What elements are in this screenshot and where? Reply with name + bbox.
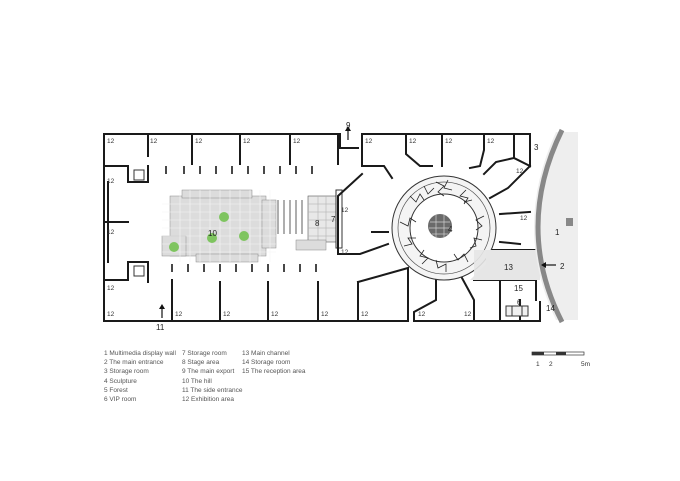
main-export-label: 9 <box>346 121 351 130</box>
legend-item: 11 The side entrance <box>182 386 243 394</box>
side-entrance-arrow <box>159 304 165 318</box>
bottom-rooms <box>103 181 409 322</box>
exhibition-label: 12 <box>195 138 203 145</box>
stage-area-label: 8 <box>315 219 320 228</box>
exhibition-label: 12 <box>464 311 472 318</box>
legend-item: 9 The main export <box>182 368 235 376</box>
exhibition-label: 12 <box>409 138 417 145</box>
main-export-arrow <box>345 126 351 140</box>
exhibition-label: 12 <box>107 178 115 185</box>
exhibition-label: 12 <box>107 138 115 145</box>
exhibition-label: 12 <box>271 311 279 318</box>
rotunda-display-units <box>399 179 485 272</box>
exhibition-label: 12 <box>341 207 349 214</box>
multimedia-wall-marker <box>566 218 573 226</box>
exhibition-label: 12 <box>487 138 495 145</box>
the-hill-label: 10 <box>208 229 217 238</box>
scale-tick-1: 1 <box>536 361 540 368</box>
aisle-markers <box>165 166 317 272</box>
legend-item: 5 Forest <box>104 386 128 394</box>
legend-item: 4 Sculpture <box>104 377 137 385</box>
scale-tick-5m: 5m <box>581 361 590 368</box>
exhibition-label: 12 <box>445 138 453 145</box>
legend-item: 15 The reception area <box>242 368 306 376</box>
exhibition-label: 12 <box>243 138 251 145</box>
main-entrance-arrow <box>541 262 556 268</box>
legend-item: 3 Storage room <box>104 368 149 376</box>
legend-item: 13 Main channel <box>242 350 290 357</box>
sculpture-label: 4 <box>448 225 453 234</box>
legend-item: 8 Stage area <box>182 359 220 367</box>
vip-room-furniture <box>505 305 529 317</box>
legend-item: 2 The main entrance <box>104 359 164 367</box>
exhibition-label: 12 <box>107 285 115 292</box>
scale-bar: 1 2 5m <box>531 351 590 368</box>
main-entrance-label: 2 <box>560 262 565 271</box>
sculpture <box>428 214 452 238</box>
storage-room-2-label: 14 <box>546 304 555 313</box>
room-number-labels: 10 4 1 3 2 7 8 9 11 13 14 15 6 <box>156 121 565 332</box>
vip-room-label: 6 <box>517 298 522 307</box>
exhibition-label: 12 <box>223 311 231 318</box>
exhibition-label: 12 <box>365 138 373 145</box>
legend-item: 7 Storage room <box>182 350 227 357</box>
main-channel-fill <box>474 250 536 280</box>
legend-item: 10 The hill <box>182 377 212 385</box>
exhibition-label: 12 <box>107 311 115 318</box>
legend-item: 6 VIP room <box>104 396 137 404</box>
legend-column-3: 13 Main channel 14 Storage room 15 The r… <box>242 349 305 377</box>
structural-columns <box>133 169 145 277</box>
top-rooms <box>103 133 339 183</box>
exhibition-label: 12 <box>520 215 528 222</box>
exhibition-label: 12 <box>516 168 524 175</box>
legend-item: 12 Exhibition area <box>182 396 235 404</box>
legend-item: 1 Multimedia display wall <box>104 350 176 357</box>
hill-grid <box>162 190 276 262</box>
exhibition-label: 12 <box>175 311 183 318</box>
side-entrance-label: 11 <box>156 323 165 332</box>
main-channel-label: 13 <box>504 263 513 272</box>
outer-walls <box>103 133 531 322</box>
multimedia-wall-label: 1 <box>555 228 560 237</box>
exhibition-label: 12 <box>150 138 158 145</box>
stage-area <box>277 189 343 251</box>
exhibition-label: 12 <box>107 229 115 236</box>
exhibition-label: 12 <box>293 138 301 145</box>
exhibition-label: 12 <box>341 249 349 256</box>
exhibition-area-labels: 12 12 12 12 12 12 12 12 12 12 12 12 12 1… <box>107 138 528 318</box>
scale-tick-2: 2 <box>549 361 553 368</box>
exhibition-label: 12 <box>361 311 369 318</box>
storage-room-label: 3 <box>534 143 539 152</box>
exhibition-label: 12 <box>418 311 426 318</box>
legend-column-1: 1 Multimedia display wall 2 The main ent… <box>104 349 176 404</box>
multimedia-wall-arc <box>535 128 565 324</box>
legend-column-2: 7 Storage room 8 Stage area 9 The main e… <box>182 349 242 404</box>
legend-item: 14 Storage room <box>242 359 291 367</box>
the-hill <box>161 189 277 263</box>
forest-trees <box>169 212 249 252</box>
reception-label: 15 <box>514 284 523 293</box>
storage-area-label: 7 <box>331 215 336 224</box>
exhibition-label: 12 <box>321 311 329 318</box>
